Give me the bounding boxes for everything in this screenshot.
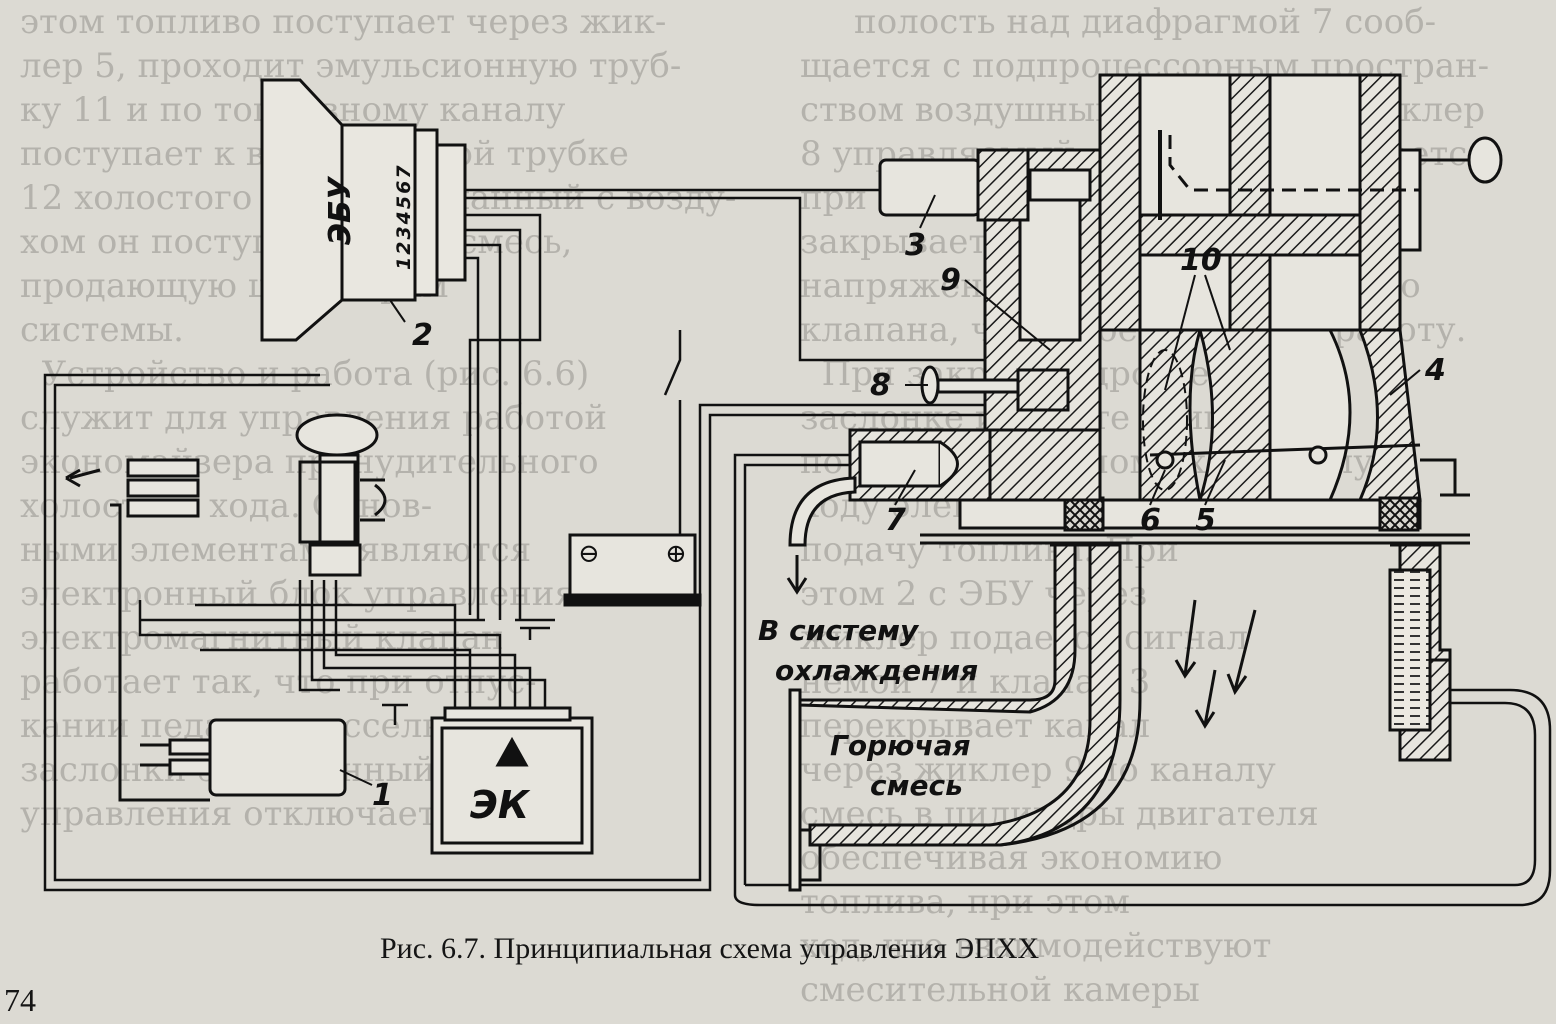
throttle-link <box>1168 135 1420 192</box>
cooling-outlet-pipe <box>788 476 857 547</box>
callout-7: 7 <box>885 503 906 538</box>
battery-plus-icon: ⊕ <box>665 539 687 569</box>
callout-1: 1 <box>372 778 393 813</box>
throttle-dashed-path <box>1142 349 1188 491</box>
callout-5: 5 <box>1195 503 1216 538</box>
figure-caption: Рис. 6.7. Принципиальная схема управлени… <box>380 932 1040 965</box>
intake-manifold <box>788 543 1452 892</box>
callouts: 1 2 3 4 5 6 7 8 9 10 <box>372 228 1446 813</box>
ignition-distributor <box>69 413 387 802</box>
cooling-arrow-icon <box>786 555 808 595</box>
mixture-flow-arrows <box>1174 599 1257 729</box>
ecu-label: ЭБУ <box>323 175 358 245</box>
coil-unit-1 <box>140 718 347 797</box>
cooling-label-line2: охлаждения <box>775 654 978 687</box>
callout-leaders <box>339 194 1421 786</box>
callout-3: 3 <box>905 228 926 263</box>
ek-control-unit <box>430 706 594 855</box>
callout-6: 6 <box>1140 503 1161 538</box>
battery <box>563 533 702 607</box>
mixture-label-line2: смесь <box>870 769 963 802</box>
cooling-label-line1: В систему <box>758 614 920 647</box>
callout-4: 4 <box>1424 353 1446 388</box>
ek-label: ЭК <box>470 783 531 827</box>
battery-minus-icon: ⊖ <box>578 539 600 569</box>
callout-2: 2 <box>412 318 433 353</box>
mixture-label-line1: Горючая <box>830 729 970 762</box>
carburetor-body <box>848 73 1503 545</box>
callout-9: 9 <box>940 263 961 298</box>
ecu-pin-numbers: 1234567 <box>393 163 415 270</box>
callout-8: 8 <box>870 368 891 403</box>
page-number: 74 <box>4 982 36 1018</box>
callout-10: 10 <box>1180 243 1222 278</box>
ecu-unit <box>260 78 467 342</box>
distributor-arrow-icon <box>65 468 81 488</box>
